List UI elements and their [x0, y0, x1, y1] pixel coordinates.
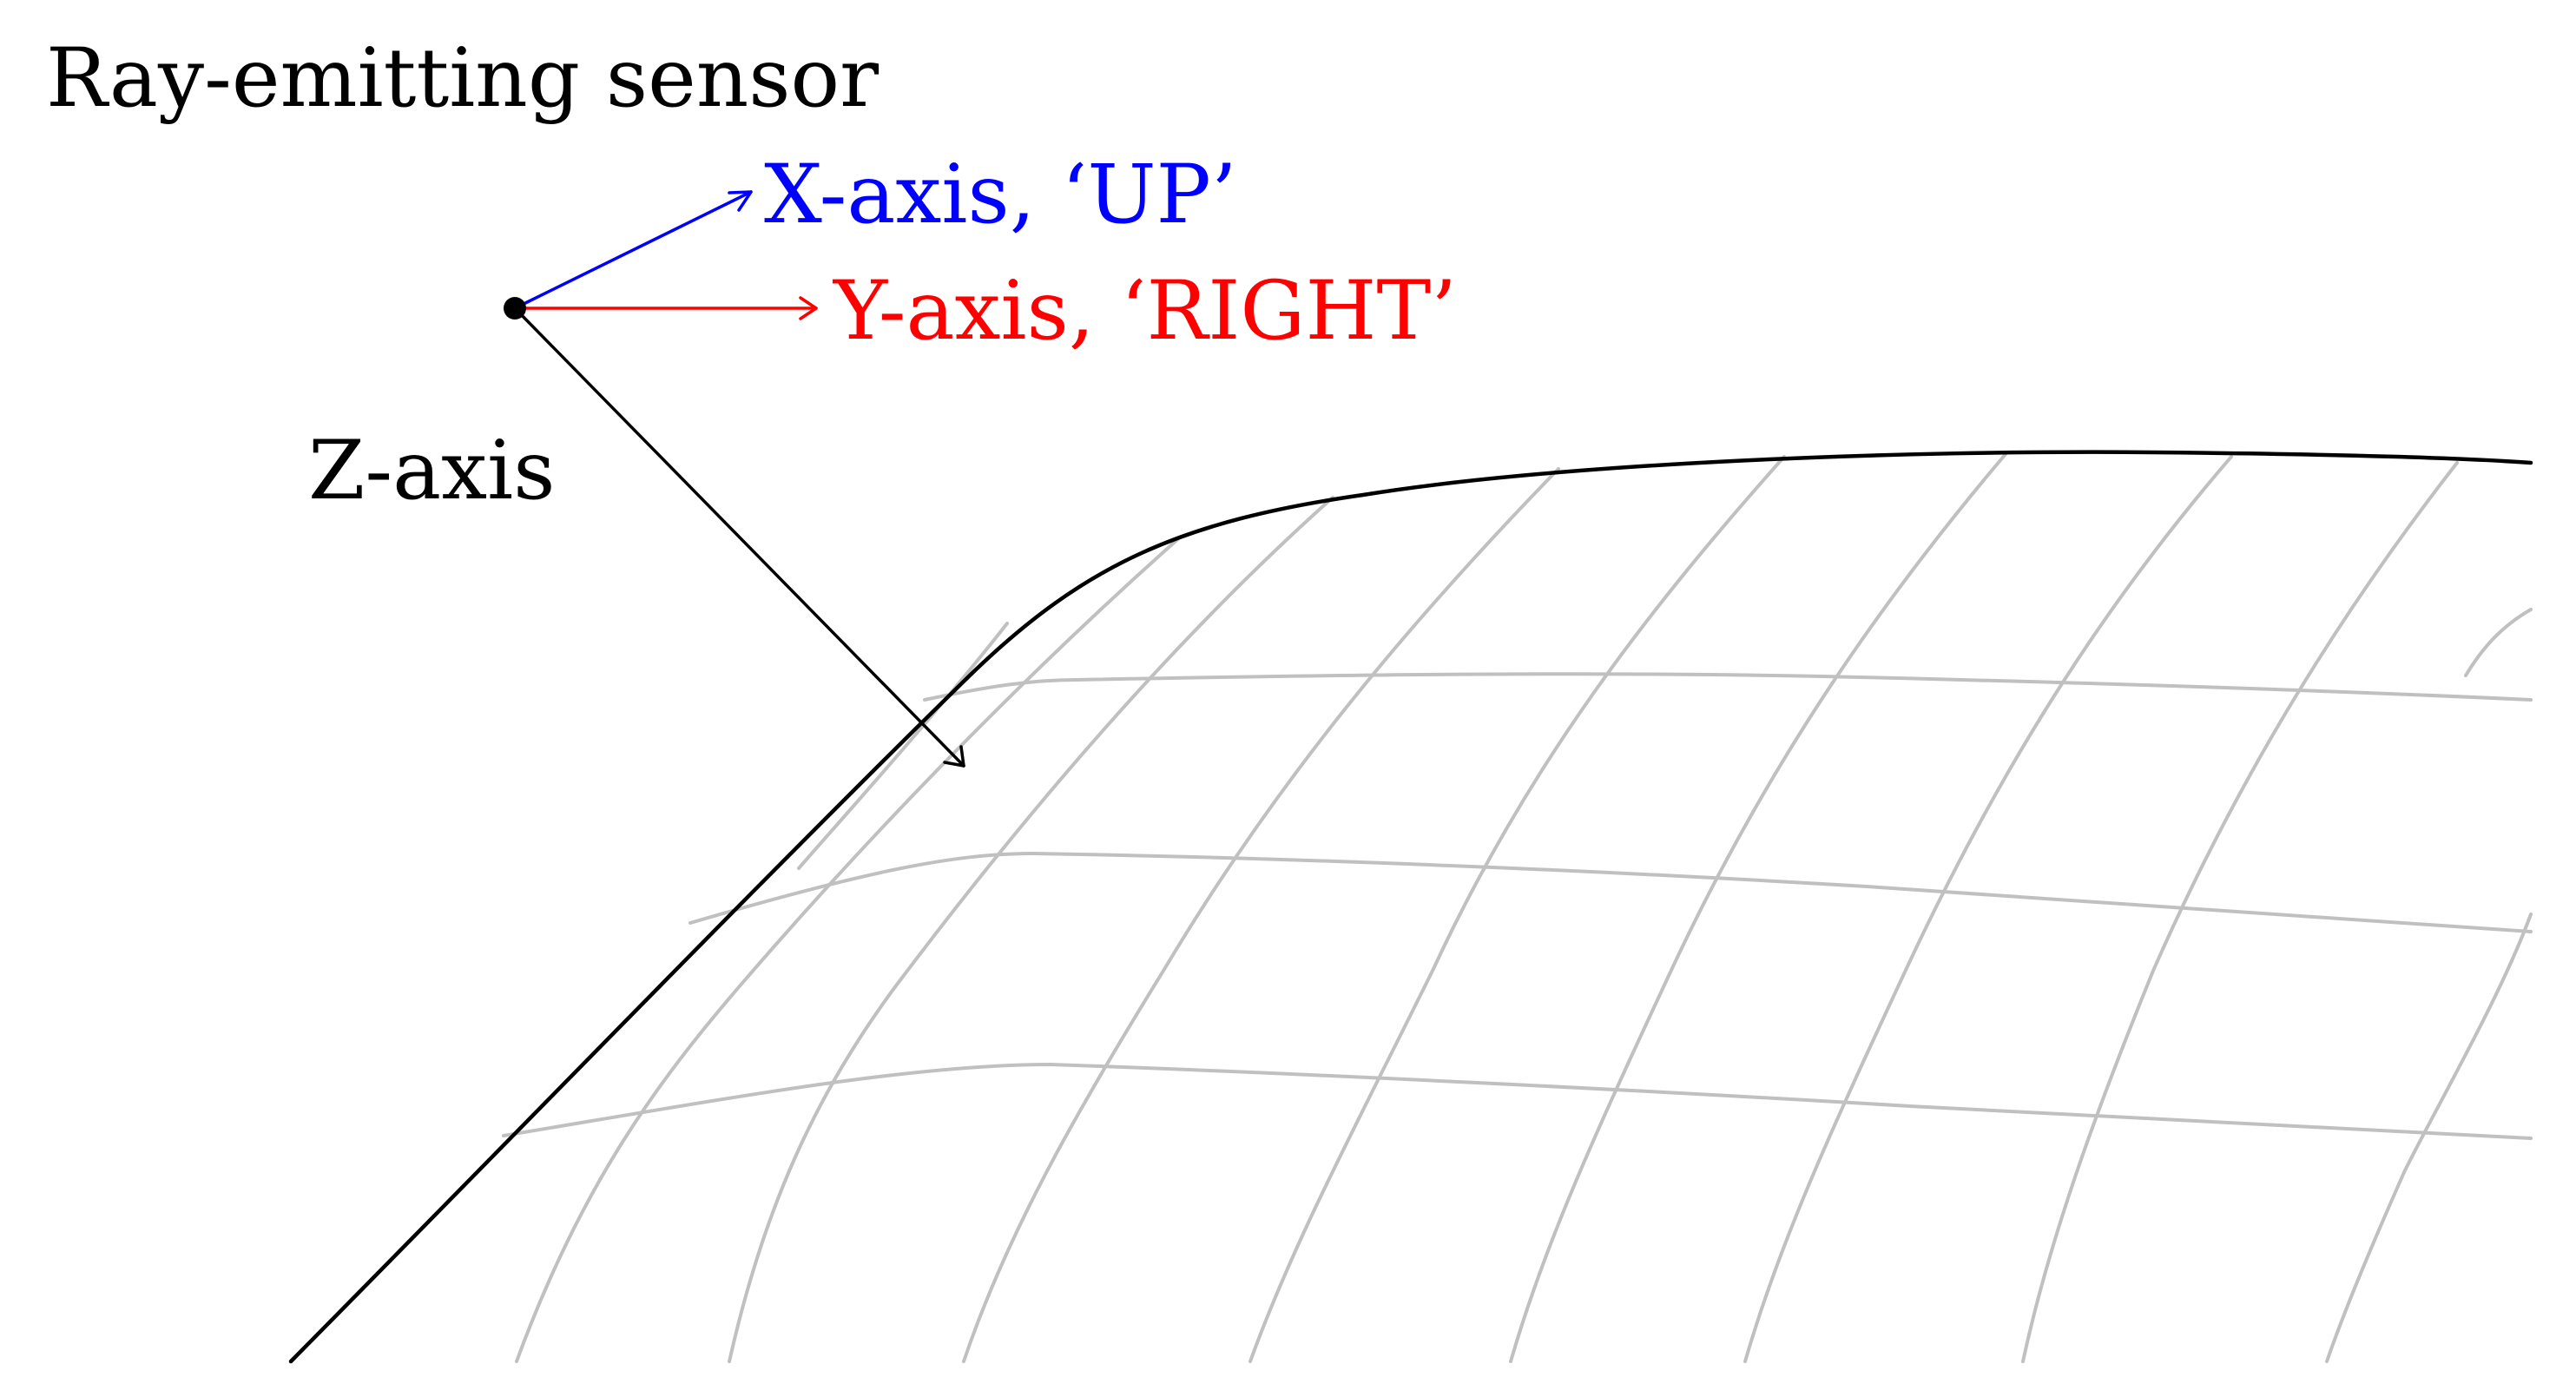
- surface-grid-transverse: [502, 608, 2533, 1140]
- grid-longitudinal-line-2: [728, 496, 1334, 1363]
- grid-longitudinal-line-8: [2325, 913, 2533, 1363]
- surface-grid-longitudinal: [515, 452, 2533, 1363]
- x-axis-label: X-axis, ‘UP’: [764, 148, 1237, 242]
- z-axis-label: Z-axis: [308, 424, 555, 518]
- grid-longitudinal-line-6: [1743, 455, 2233, 1363]
- grid-transverse-line-top-right: [2464, 608, 2533, 677]
- grid-longitudinal-line-4: [1248, 455, 1786, 1363]
- grid-transverse-line-2: [688, 852, 2533, 933]
- grid-longitudinal-line-9: [797, 622, 1009, 870]
- grid-longitudinal-line-3: [962, 467, 1560, 1363]
- x-axis-arrowhead: [728, 190, 753, 212]
- grid-longitudinal-line-5: [1509, 452, 2007, 1363]
- z-axis-arrowhead: [943, 745, 965, 768]
- sensor-point: [504, 297, 526, 320]
- sensor-title-label: Ray-emitting sensor: [46, 31, 879, 126]
- x-axis-arrow: [513, 190, 753, 310]
- grid-transverse-line-3: [502, 1063, 2533, 1140]
- grid-longitudinal-line-7: [2021, 461, 2459, 1363]
- grid-longitudinal-line-1: [515, 535, 1183, 1363]
- y-axis-label: Y-axis, ‘RIGHT’: [832, 264, 1457, 359]
- grid-transverse-line-1: [923, 672, 2533, 702]
- surface-edge: [288, 450, 2533, 1364]
- sensor-axes: [504, 190, 965, 768]
- z-axis-arrow: [513, 306, 965, 768]
- y-axis-arrowhead: [799, 296, 818, 320]
